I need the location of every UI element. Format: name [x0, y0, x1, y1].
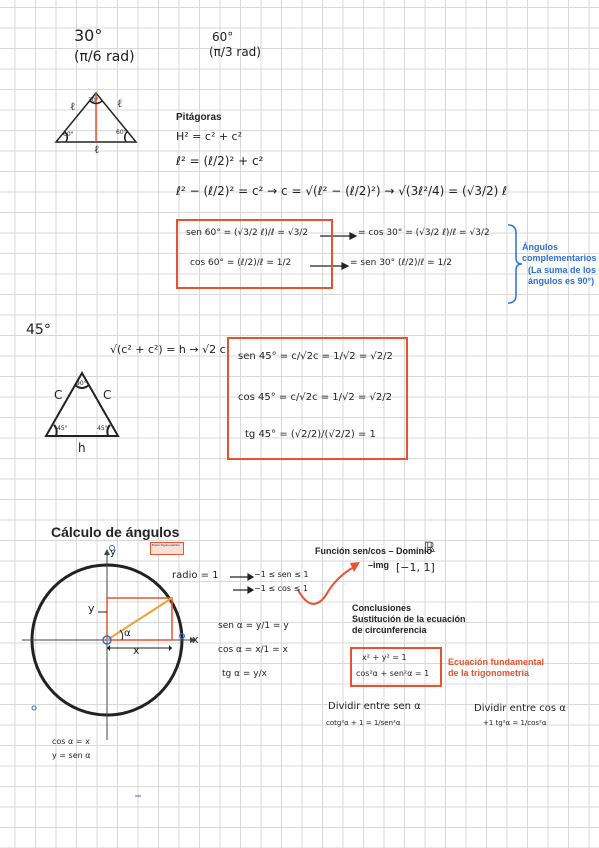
cos-range: −1 ≤ cos ≤ 1 [254, 584, 308, 593]
sen30-eq: = sen 30° (ℓ/2)/ℓ = 1/2 [350, 258, 453, 268]
tg45-eq: tg 45° = (√2/2)/(√2/2) = 1 [245, 429, 376, 440]
title-30: 30° [74, 26, 103, 45]
sen45-eq: sen 45° = c/√2c = 1/√2 = √2/2 [238, 351, 393, 362]
punto-tag: Punto trigonométrico [150, 542, 184, 555]
calculo-heading: Cálculo de ángulos [51, 524, 180, 540]
funcion-label: Función sen/cos – Dominio [315, 546, 433, 556]
tg-alpha-eq: tg α = y/x [222, 669, 267, 679]
cos-alpha-eq: cos α = x/1 = x [218, 645, 288, 655]
complementary-bracket [507, 224, 523, 304]
angle-left-label: 60° [63, 131, 74, 138]
fundamental-line-2: de la trigonometría [448, 667, 530, 678]
div-sen-label: Dividir entre sen α [328, 701, 421, 712]
triangle-45 [44, 370, 120, 437]
title-45: 45° [26, 322, 51, 338]
div-sen-eq: cotg²α + 1 = 1/sen²α [326, 719, 401, 727]
side-right-label: ℓ [117, 97, 123, 110]
conclusiones-line-3: de circunferencia [352, 624, 427, 635]
box-fundamental [350, 647, 442, 687]
box-60-30 [176, 219, 333, 289]
circle-eq: x² + y² = 1 [362, 653, 407, 662]
fundamental-eq: cos²α + sen²α = 1 [356, 669, 430, 678]
side-left-label: ℓ [70, 100, 76, 113]
pitagoras-line-1: H² = c² + c² [176, 130, 243, 143]
sen-alpha-eq: sen α = y/1 = y [218, 621, 289, 631]
conclusiones-title: Conclusiones [352, 603, 412, 613]
pitagoras-heading: Pitágoras [176, 112, 222, 123]
unit-circle [22, 545, 196, 740]
hyp-eq: √(c² + c²) = h → √2 c [110, 343, 226, 356]
fundamental-note: Ecuación fundamental de la trigonometría [448, 657, 544, 679]
note-line-4: ángulos es 90°) [528, 275, 595, 286]
base-label: ℓ [94, 143, 100, 156]
triangle-30-60 [54, 91, 138, 143]
cos45-eq: cos 45° = c/√2c = 1/√2 = √2/2 [238, 392, 392, 403]
fundamental-line-1: Ecuación fundamental [448, 657, 545, 667]
angle-top-label: 30° [88, 97, 99, 104]
complementary-note: Ángulos complementarios (La suma de los … [522, 242, 597, 287]
angle-right-label: 60° [116, 129, 127, 136]
img-value: [−1, 1] [396, 561, 435, 574]
axis-x-label: x [192, 633, 199, 646]
pitagoras-line-3: ℓ² − (ℓ/2)² = c² → c = √(ℓ² − (ℓ/2)²) → … [176, 184, 508, 198]
radio-label: radio = 1 [172, 570, 219, 581]
red-arrow [297, 566, 355, 605]
bottom-sen: y = sen α [52, 751, 91, 760]
tri45-side-right: C [103, 388, 112, 402]
cos30-eq: = cos 30° = (√3/2 ℓ)/ℓ = √3/2 [358, 228, 490, 238]
note-line-2: complementarios [522, 253, 597, 264]
note-line-3: (La suma de los [528, 264, 597, 275]
title-60: 60° [212, 30, 234, 44]
conclusiones-block: Conclusiones Sustitución de la ecuación … [352, 603, 466, 635]
sen60-eq: sen 60° = (√3/2 ℓ)/ℓ = √3/2 [186, 228, 309, 238]
segment-x-label: x [133, 644, 140, 657]
tri45-side-left: C [54, 388, 63, 402]
img-label: –img [368, 560, 390, 570]
tri45-right: 45° [97, 425, 108, 432]
cos60-eq: cos 60° = (ℓ/2)/ℓ = 1/2 [190, 258, 292, 268]
dominio-symbol: ℝ [424, 540, 436, 556]
tri45-left: 45° [57, 425, 68, 432]
box-45 [227, 337, 408, 460]
conclusiones-line-2: Sustitución de la ecuación [352, 613, 466, 624]
alpha-label: α [124, 628, 131, 639]
segment-y-label: y [88, 602, 95, 615]
axis-y-label: y [110, 547, 116, 558]
rad-30: (π/6 rad) [74, 49, 135, 65]
sen-range: −1 ≤ sen ≤ 1 [254, 570, 309, 579]
div-cos-eq: +1 tg²α = 1/cos²α [483, 719, 547, 727]
bottom-cos: cos α = x [52, 737, 90, 746]
div-cos-label: Dividir entre cos α [474, 703, 566, 714]
tri45-base: h [78, 441, 86, 455]
rad-60: (π/3 rad) [209, 45, 261, 59]
note-line-1: Ángulos [522, 242, 558, 252]
tri45-top: 90° [76, 380, 87, 387]
pitagoras-line-2: ℓ² = (ℓ/2)² + c² [176, 154, 264, 168]
